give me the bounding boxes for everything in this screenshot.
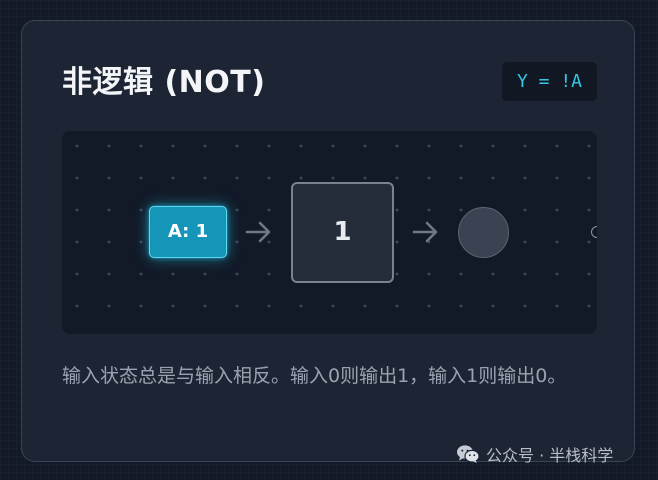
- arrow-right-icon: [412, 221, 438, 243]
- watermark: 公众号 · 半栈科学: [456, 442, 613, 466]
- wechat-icon: [457, 445, 480, 463]
- arrow-right-icon: [245, 221, 271, 243]
- card-title: 非逻辑 (NOT): [62, 65, 266, 100]
- not-gate-box: 1: [291, 182, 394, 283]
- watermark-text: 公众号 · 半栈科学: [486, 446, 614, 465]
- logic-gate-card: 非逻辑 (NOT) Y = !A A: 1 1 输入状态总是与输入相反。输入0则…: [21, 20, 635, 462]
- gate-diagram: A: 1 1: [62, 131, 597, 334]
- gate-description: 输入状态总是与输入相反。输入0则输出1，输入1则输出0。: [62, 365, 567, 387]
- output-indicator-bulb: [458, 207, 509, 258]
- formula-badge: Y = !A: [502, 62, 597, 101]
- input-toggle-button[interactable]: A: 1: [149, 206, 227, 258]
- output-port: [591, 226, 597, 238]
